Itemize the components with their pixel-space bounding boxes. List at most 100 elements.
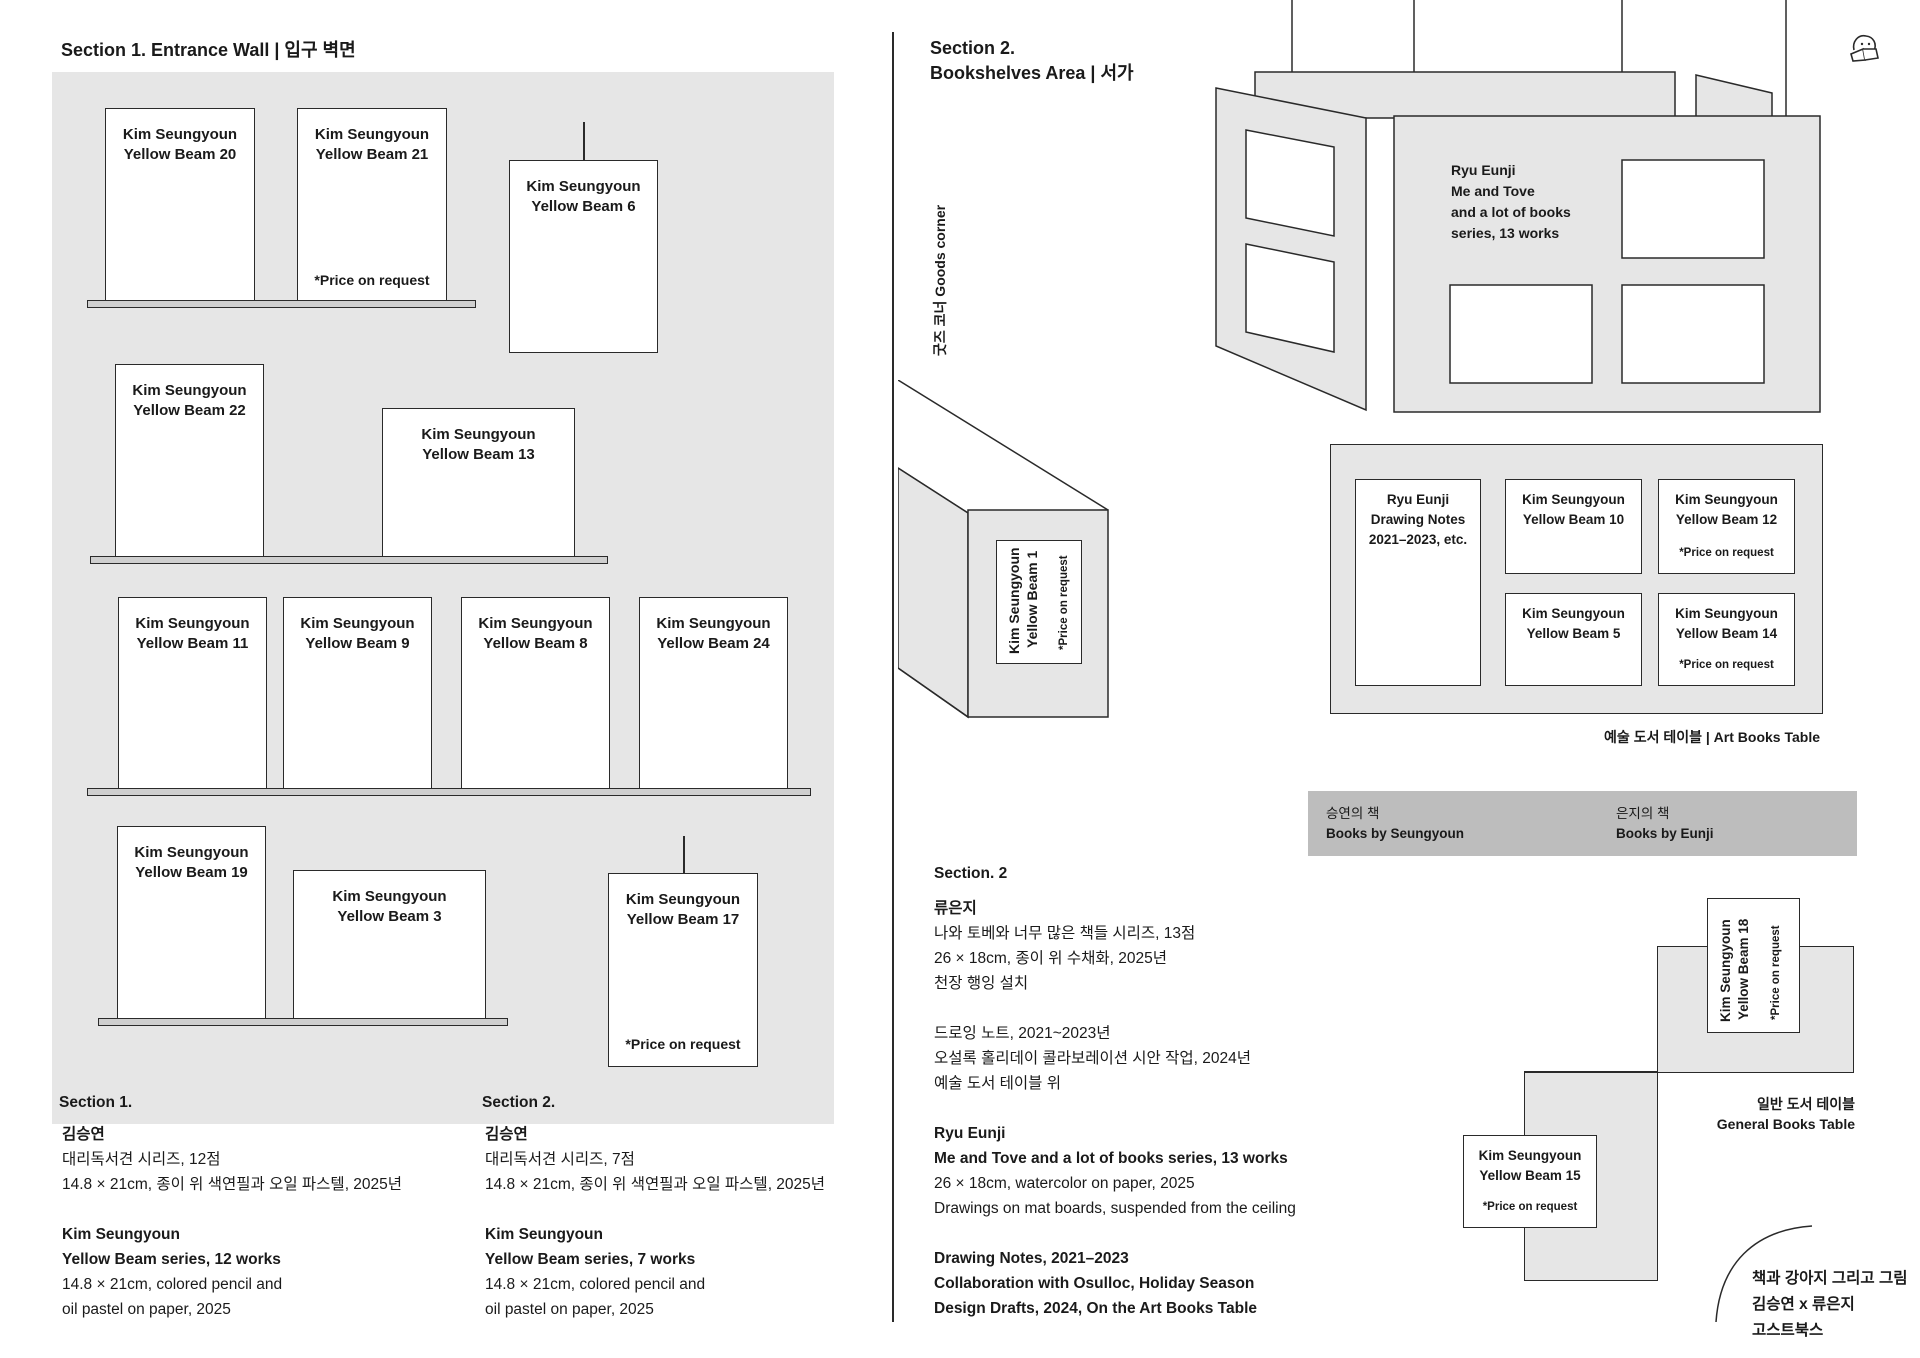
caption-spacer: [934, 1096, 1296, 1121]
caption-line: 26 × 18cm, 종이 위 수채화, 2025년: [934, 946, 1296, 971]
artwork-yellow-beam-22: Kim Seungyoun Yellow Beam 22: [115, 364, 264, 558]
artwork-title: Yellow Beam 17: [626, 911, 740, 928]
caption-line: 14.8 × 21cm, colored pencil and: [485, 1272, 825, 1297]
general-table-label: 일반 도서 테이블 General Books Table: [1660, 1094, 1855, 1134]
general-table-step: [1524, 1071, 1658, 1073]
caption-line: 14.8 × 21cm, 종이 위 색연필과 오일 파스텔, 2025년: [485, 1172, 825, 1197]
artwork-title: Yellow Beam 19: [135, 864, 248, 881]
artwork-title: Yellow Beam 9: [305, 635, 410, 652]
hanging-wire: [683, 836, 685, 874]
caption-line: 대리독서견 시리즈, 12점: [62, 1147, 402, 1172]
artwork-title: Yellow Beam 14: [1675, 626, 1778, 641]
artist-name: Kim Seungyoun: [526, 178, 641, 195]
artwork-yellow-beam-18: [1707, 898, 1800, 1033]
caption-line: 예술 도서 테이블 위: [934, 1071, 1296, 1096]
caption-section2-right: 류은지 나와 토베와 너무 많은 책들 시리즈, 13점 26 × 18cm, …: [934, 896, 1296, 1321]
legend-label-en: Books by Seungyoun: [1326, 826, 1465, 841]
artwork-years: 2021–2023, etc.: [1368, 532, 1468, 547]
artwork-yellow-beam-3: Kim Seungyoun Yellow Beam 3: [293, 870, 486, 1020]
artist-name: Kim Seungyoun: [300, 615, 415, 632]
legend-seungyoun: 승연의 책 Books by Seungyoun: [1326, 804, 1464, 844]
artwork-yellow-beam-12: Kim Seungyoun Yellow Beam 12 *Price on r…: [1658, 479, 1795, 574]
credits: 책과 강아지 그리고 그림 김승연 x 류은지 고스트북스: [1752, 1266, 1908, 1344]
caption-line: Me and Tove and a lot of books series, 1…: [934, 1150, 1288, 1167]
general-table-label-ko: 일반 도서 테이블: [1757, 1096, 1855, 1112]
artwork-yellow-beam-21: Kim Seungyoun Yellow Beam 21 *Price on r…: [297, 108, 447, 303]
artist-name: Kim Seungyoun: [132, 382, 247, 399]
caption-line: Drawings on mat boards, suspended from t…: [934, 1196, 1296, 1221]
credits-publisher: 고스트북스: [1752, 1322, 1824, 1339]
caption-line: 14.8 × 21cm, colored pencil and: [62, 1272, 402, 1297]
artwork-title: Yellow Beam 11: [136, 635, 249, 652]
artwork-title: Yellow Beam 8: [483, 635, 588, 652]
caption-line: Yellow Beam series, 12 works: [62, 1251, 281, 1268]
caption-line: 천장 행잉 설치: [934, 971, 1296, 996]
legend-label-ko: 승연의 책: [1326, 806, 1380, 821]
artist-name: Kim Seungyoun: [478, 615, 593, 632]
artist-name: Kim Seungyoun: [1522, 606, 1625, 621]
caption-text: oil pastel on paper, 2025: [62, 1301, 231, 1318]
wall-shelf: [98, 1018, 508, 1026]
yb1-title: Yellow Beam 1: [1024, 550, 1040, 648]
hanging-work-artist: Ryu Eunji: [1451, 162, 1516, 178]
artwork-title: Yellow Beam 10: [1522, 512, 1625, 527]
caption-text: oil pastel on paper, 2025: [485, 1301, 654, 1318]
hanging-work-title: Me and Tove: [1451, 183, 1535, 199]
price-note: *Price on request: [314, 272, 430, 288]
artwork-yellow-beam-11: Kim Seungyoun Yellow Beam 11: [118, 597, 267, 791]
caption-line: 대리독서견 시리즈, 7점: [485, 1147, 825, 1172]
caption-line: Kim Seungyoun: [62, 1226, 180, 1243]
hanging-wire: [583, 122, 585, 160]
artist-name: Kim Seungyoun: [332, 888, 447, 905]
caption-text: 나와 토베와 너무 많은 책들 시리즈, 13점: [934, 925, 1196, 942]
caption-line: Drawing Notes, 2021–2023: [934, 1250, 1129, 1267]
caption-text: 14.8 × 21cm, 종이 위 색연필과 오일 파스텔, 2025년: [62, 1176, 403, 1193]
artwork-yellow-beam-10: Kim Seungyoun Yellow Beam 10: [1505, 479, 1642, 574]
artist-name: Kim Seungyoun: [134, 844, 249, 861]
artwork-yellow-beam-19: Kim Seungyoun Yellow Beam 19: [117, 826, 266, 1020]
caption-line: Collaboration with Osulloc, Holiday Seas…: [934, 1275, 1255, 1292]
artist-name: Kim Seungyoun: [122, 126, 238, 143]
caption-spacer: [934, 996, 1296, 1021]
wall-shelf: [90, 556, 608, 564]
hanging-work-title: and a lot of books: [1451, 204, 1571, 220]
caption-text: Drawings on mat boards, suspended from t…: [934, 1200, 1296, 1217]
artwork-title: Drawing Notes: [1370, 512, 1466, 527]
caption-section1-heading: Section 1.: [59, 1094, 133, 1111]
artist-name: Kim Seungyoun: [135, 615, 250, 632]
hanging-work-count: series, 13 works: [1451, 225, 1560, 241]
artist-name: Kim Seungyoun: [1675, 606, 1778, 621]
yb18-price: *Price on request: [1770, 925, 1782, 1020]
caption-line: Yellow Beam series, 7 works: [485, 1251, 696, 1268]
credits-artists: 김승연 x 류은지: [1752, 1296, 1855, 1313]
caption-text: 26 × 18cm, 종이 위 수채화, 2025년: [934, 950, 1167, 967]
artist-name: Kim Seungyoun: [1478, 1148, 1582, 1163]
caption-line: 오설록 홀리데이 콜라보레이션 시안 작업, 2024년: [934, 1046, 1296, 1071]
caption-spacer: [485, 1197, 825, 1222]
artwork-yellow-beam-6: Kim Seungyoun Yellow Beam 6: [509, 160, 658, 353]
artwork-title: Yellow Beam 6: [531, 198, 636, 215]
yb1-artist: Kim Seungyoun: [1006, 547, 1022, 654]
artist-name: Kim Seungyoun: [1675, 492, 1778, 507]
goods-corner-label: 굿즈 코너 Goods corner: [932, 204, 948, 356]
caption-line: 김승연: [485, 1126, 528, 1143]
price-note: *Price on request: [1679, 547, 1774, 559]
caption-spacer: [934, 1221, 1296, 1246]
artist-name: Kim Seungyoun: [1522, 492, 1625, 507]
artwork-title: Yellow Beam 5: [1526, 626, 1621, 641]
caption-line: 드로잉 노트, 2021~2023년: [934, 1021, 1296, 1046]
decorative-arc: [1715, 1225, 1813, 1323]
price-note: *Price on request: [625, 1036, 741, 1052]
caption-text: 14.8 × 21cm, colored pencil and: [62, 1276, 283, 1293]
artist-name: Kim Seungyoun: [314, 126, 430, 143]
artwork-drawing-notes: Ryu Eunji Drawing Notes 2021–2023, etc.: [1355, 479, 1481, 686]
caption-line: oil pastel on paper, 2025: [62, 1297, 402, 1322]
yb1-price: *Price on request: [1058, 555, 1070, 650]
artwork-yellow-beam-20: Kim Seungyoun Yellow Beam 20: [105, 108, 255, 303]
page-divider: [892, 32, 894, 1322]
caption-line: Design Drafts, 2024, On the Art Books Ta…: [934, 1300, 1257, 1317]
price-note: *Price on request: [1482, 1201, 1578, 1213]
wall-shelf: [87, 788, 811, 796]
caption-section2-right-heading: Section. 2: [934, 865, 1008, 882]
section2-heading-line1: Section 2.: [930, 38, 1016, 58]
